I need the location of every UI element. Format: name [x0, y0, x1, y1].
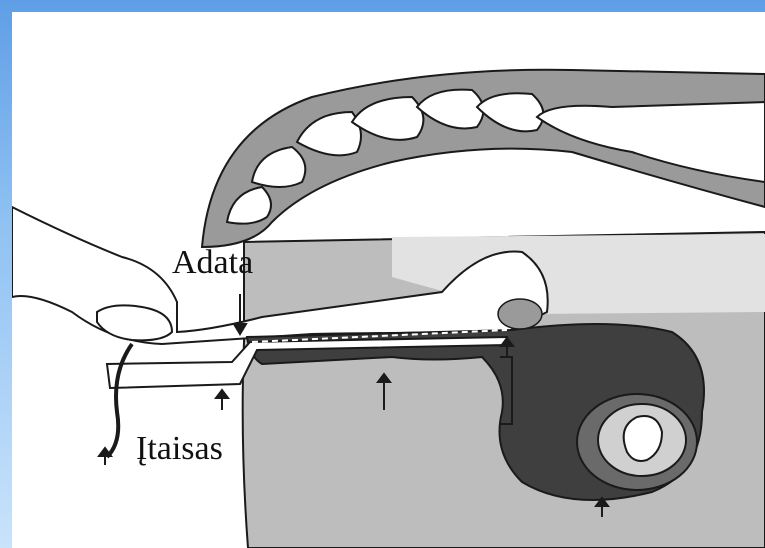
needle-label: Adata	[172, 246, 253, 280]
device-label: Įtaisas	[136, 432, 223, 466]
device-cable	[107, 344, 132, 457]
anatomy-diagram	[12, 12, 765, 548]
diagram-panel: Adata Įtaisas	[12, 12, 765, 548]
ovary	[498, 299, 542, 329]
